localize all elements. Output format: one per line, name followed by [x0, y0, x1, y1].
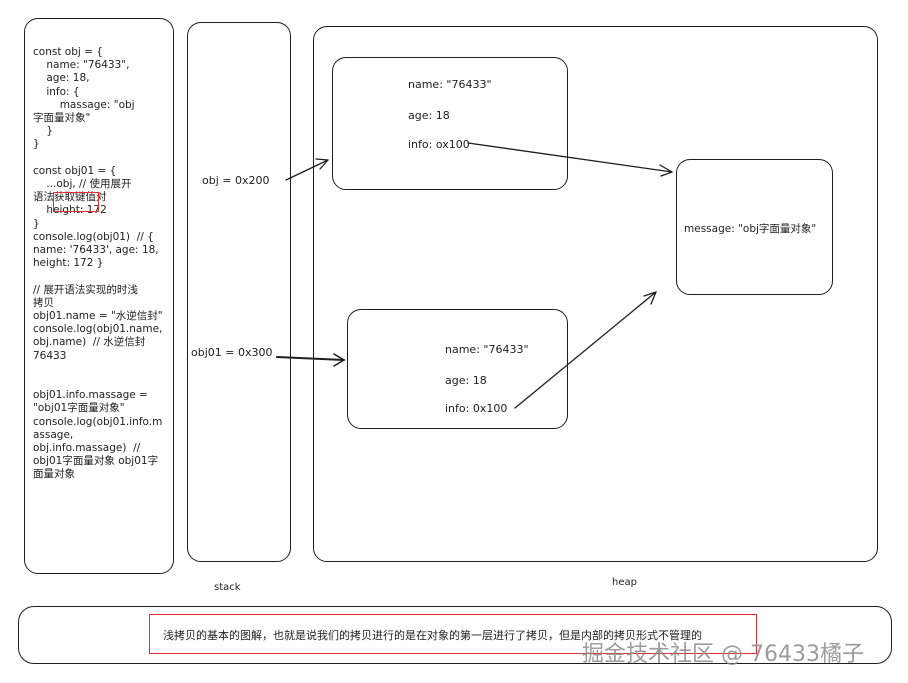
caption-panel [18, 606, 892, 664]
code-line: height: 172 [33, 204, 107, 217]
code-line: info: { [33, 85, 80, 98]
code-line: ...obj, // 使用展开 [33, 178, 132, 191]
arrow-obj01-to-heap [276, 356, 345, 361]
code-line: } [33, 217, 40, 230]
watermark: 掘金技术社区 @ 76433橘子 [582, 642, 864, 667]
code-line: console.log(obj01.info.m [33, 415, 163, 428]
stack-obj-ref: obj = 0x200 [202, 174, 270, 187]
caption-highlight [149, 614, 757, 654]
arrow-obj01-info-to-info-box [514, 291, 657, 409]
code-line: obj01字面量对象 obj01字 [33, 455, 159, 468]
code-line: 字面量对象" [33, 112, 91, 125]
heap-obj-name: name: "76433" [408, 78, 492, 91]
code-line: obj01.info.massage = [33, 389, 148, 402]
heap-obj-info: info: ox100 [408, 138, 470, 151]
heap-obj01-name: name: "76433" [445, 343, 529, 356]
code-line: 语法获取键值对 [33, 191, 107, 204]
code-line: obj.name) // 水逆信封 [33, 336, 146, 349]
code-line: obj.info.massage) // [33, 442, 141, 455]
code-line: massage: "obj [33, 98, 135, 111]
code-line: } [33, 125, 54, 138]
heap-panel [313, 26, 878, 562]
heap-info-message: message: "obj字面量对象" [684, 223, 817, 235]
code-line: 拷贝 [33, 296, 54, 309]
heap-label: heap [612, 577, 637, 588]
spread-highlight [53, 192, 99, 212]
code-line: assage, [33, 428, 74, 441]
code-line: name: "76433", [33, 59, 130, 72]
code-line: obj01.name = "水逆信封" [33, 310, 163, 323]
heap-obj01-age: age: 18 [445, 374, 487, 387]
heap-obj-box [332, 57, 568, 190]
code-line: name: '76433', age: 18, [33, 244, 159, 257]
caption-text: 浅拷贝的基本的图解，也就是说我们的拷贝进行的是在对象的第一层进行了拷贝，但是内部… [163, 629, 702, 642]
code-panel [24, 18, 174, 574]
code-line: 76433 [33, 349, 67, 362]
heap-obj01-box [347, 309, 568, 429]
code-line: } [33, 138, 40, 151]
heap-info-box [676, 159, 833, 295]
code-line: const obj01 = { [33, 164, 117, 177]
code-line: 面量对象 [33, 468, 75, 481]
stack-obj01-ref: obj01 = 0x300 [191, 346, 273, 359]
heap-obj-age: age: 18 [408, 109, 450, 122]
code-line: console.log(obj01) // { [33, 230, 154, 243]
code-line: console.log(obj01.name, [33, 323, 163, 336]
code-line: height: 172 } [33, 257, 104, 270]
code-line: "obj01字面量对象" [33, 402, 125, 415]
stack-label: stack [214, 582, 241, 593]
code-text: const obj = { name: "76433", age: 18, in… [33, 46, 173, 482]
code-line: const obj = { [33, 46, 103, 58]
arrow-obj-to-heap [285, 159, 329, 181]
heap-obj01-info: info: 0x100 [445, 402, 508, 415]
code-line: // 展开语法实现的时浅 [33, 283, 138, 296]
arrow-obj-info-to-info-box [467, 142, 673, 173]
stack-panel [187, 22, 291, 562]
code-line: age: 18, [33, 72, 90, 85]
